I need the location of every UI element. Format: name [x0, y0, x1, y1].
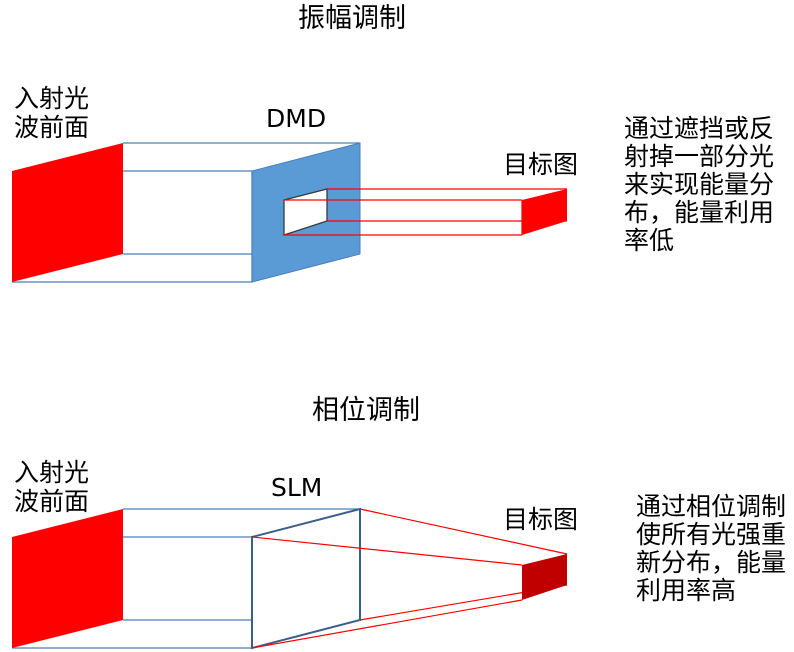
amplitude-description: 通过遮挡或反 射掉一部分光 来实现能量分 布，能量利用 率低	[624, 115, 774, 255]
amplitude-description-line: 通过遮挡或反	[624, 114, 775, 143]
amplitude-diagram	[12, 142, 567, 283]
amplitude-description-line: 射掉一部分光	[624, 142, 775, 171]
phase-wavefront	[12, 509, 123, 648]
amplitude-title: 振幅调制	[298, 3, 406, 34]
amplitude-device-label: DMD	[266, 104, 327, 133]
phase-source-label-1: 入射光	[14, 458, 90, 487]
slm-panel	[251, 507, 361, 650]
phase-box-outline	[12, 508, 360, 649]
phase-device-label: SLM	[271, 473, 323, 502]
phase-description: 通过相位调制 使所有光强重 新分布，能量 利用率高	[636, 493, 786, 605]
amplitude-source-label-2: 波前面	[14, 113, 90, 142]
amplitude-wavefront	[12, 143, 123, 282]
amplitude-target	[522, 189, 567, 235]
phase-target-label: 目标图	[503, 505, 579, 534]
amplitude-target-label: 目标图	[503, 150, 579, 179]
phase-description-line: 新分布，能量	[636, 548, 787, 577]
amplitude-description-line: 率低	[624, 226, 675, 255]
phase-rays	[251, 508, 568, 649]
phase-description-line: 使所有光强重	[636, 520, 787, 549]
amplitude-source-label-1: 入射光	[14, 84, 90, 113]
phase-target	[522, 554, 567, 600]
phase-source-label-2: 波前面	[14, 487, 90, 516]
phase-description-line: 利用率高	[636, 576, 737, 605]
phase-diagram	[12, 507, 568, 650]
amplitude-description-line: 布，能量利用	[624, 198, 775, 227]
amplitude-description-line: 来实现能量分	[624, 170, 775, 199]
phase-title: 相位调制	[312, 395, 420, 426]
phase-description-line: 通过相位调制	[636, 492, 787, 521]
